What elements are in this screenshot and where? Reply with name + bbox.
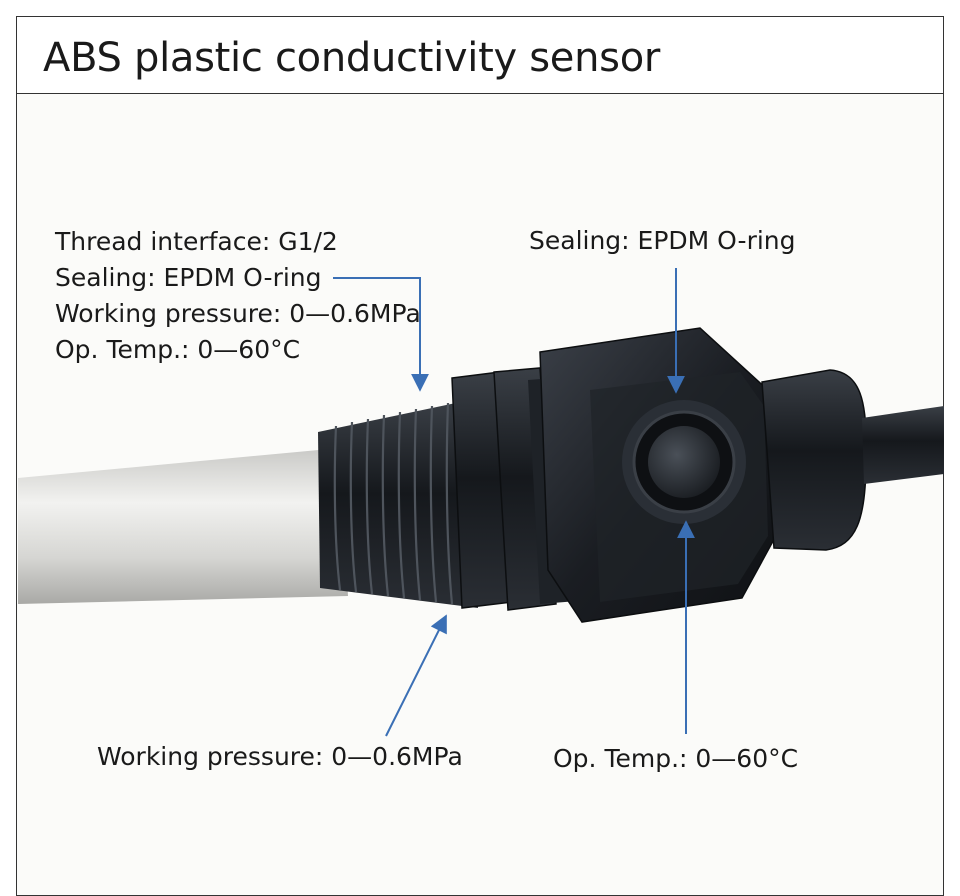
callout-sealing-top: Sealing: EPDM O-ring [529,226,796,255]
page-title: ABS plastic conductivity sensor [43,35,661,81]
callout-working-pressure: Working pressure: 0—0.6MPa [97,742,463,771]
spec-op-temp: Op. Temp.: 0—60°C [55,335,301,364]
arrow-working-pressure [385,614,447,737]
spec-list: Thread interface: G1/2 Sealing: EPDM O-r… [55,224,421,368]
title-bar: ABS plastic conductivity sensor [16,16,944,94]
callout-op-temp: Op. Temp.: 0—60°C [553,744,799,773]
abs-tube [18,448,348,604]
sensing-face [622,400,746,524]
spec-thread-interface: Thread interface: G1/2 [55,227,338,256]
callout-arrows [333,268,695,737]
cable-gland [761,369,944,551]
spec-working-pressure: Working pressure: 0—0.6MPa [55,299,421,328]
threaded-section [318,400,478,608]
arrow-sealing-left [333,277,429,392]
spec-sealing: Sealing: EPDM O-ring [55,263,322,292]
